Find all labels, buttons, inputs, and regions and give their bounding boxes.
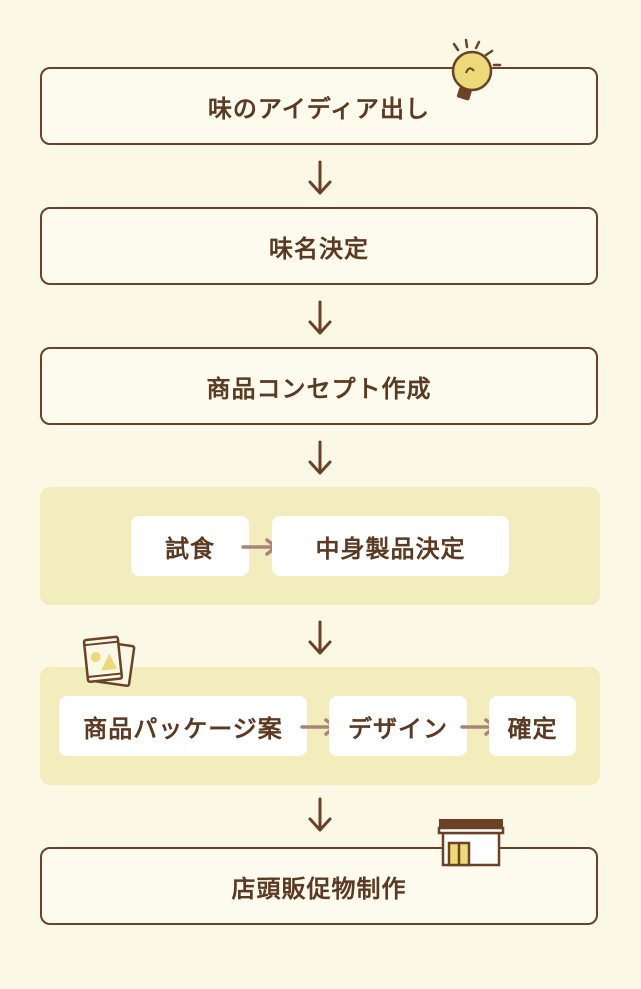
chip-design-label: デザイン bbox=[348, 714, 448, 743]
snack-package-icon bbox=[82, 635, 136, 688]
step-idea-label: 味のアイディア出し bbox=[207, 94, 431, 123]
arrow-down-1 bbox=[308, 160, 332, 195]
arrow-down-3 bbox=[308, 440, 332, 475]
chip-tasting-label: 試食 bbox=[165, 534, 215, 563]
lightbulb-icon bbox=[451, 38, 502, 101]
step-store-promo: 店頭販促物制作 bbox=[40, 847, 598, 925]
chip-package-draft-label: 商品パッケージ案 bbox=[83, 714, 283, 743]
step-flavor-name-label: 味名決定 bbox=[269, 234, 369, 263]
arrow-down-5 bbox=[308, 797, 332, 832]
chip-product-decision: 中身製品決定 bbox=[272, 516, 509, 576]
step-idea: 味のアイディア出し bbox=[40, 67, 598, 145]
chip-design: デザイン bbox=[329, 696, 467, 756]
step-concept: 商品コンセプト作成 bbox=[40, 347, 598, 425]
store-icon bbox=[437, 819, 505, 867]
arrow-down-4 bbox=[308, 620, 332, 655]
chip-product-decision-label: 中身製品決定 bbox=[315, 534, 466, 563]
chip-finalize: 確定 bbox=[489, 696, 576, 756]
chip-package-draft: 商品パッケージ案 bbox=[59, 696, 307, 756]
chip-finalize-label: 確定 bbox=[507, 714, 558, 743]
step-concept-label: 商品コンセプト作成 bbox=[206, 374, 432, 403]
step-store-promo-label: 店頭販促物制作 bbox=[231, 874, 407, 903]
arrow-down-2 bbox=[308, 300, 332, 335]
step-flavor-name: 味名決定 bbox=[40, 207, 598, 285]
chip-tasting: 試食 bbox=[131, 516, 249, 576]
